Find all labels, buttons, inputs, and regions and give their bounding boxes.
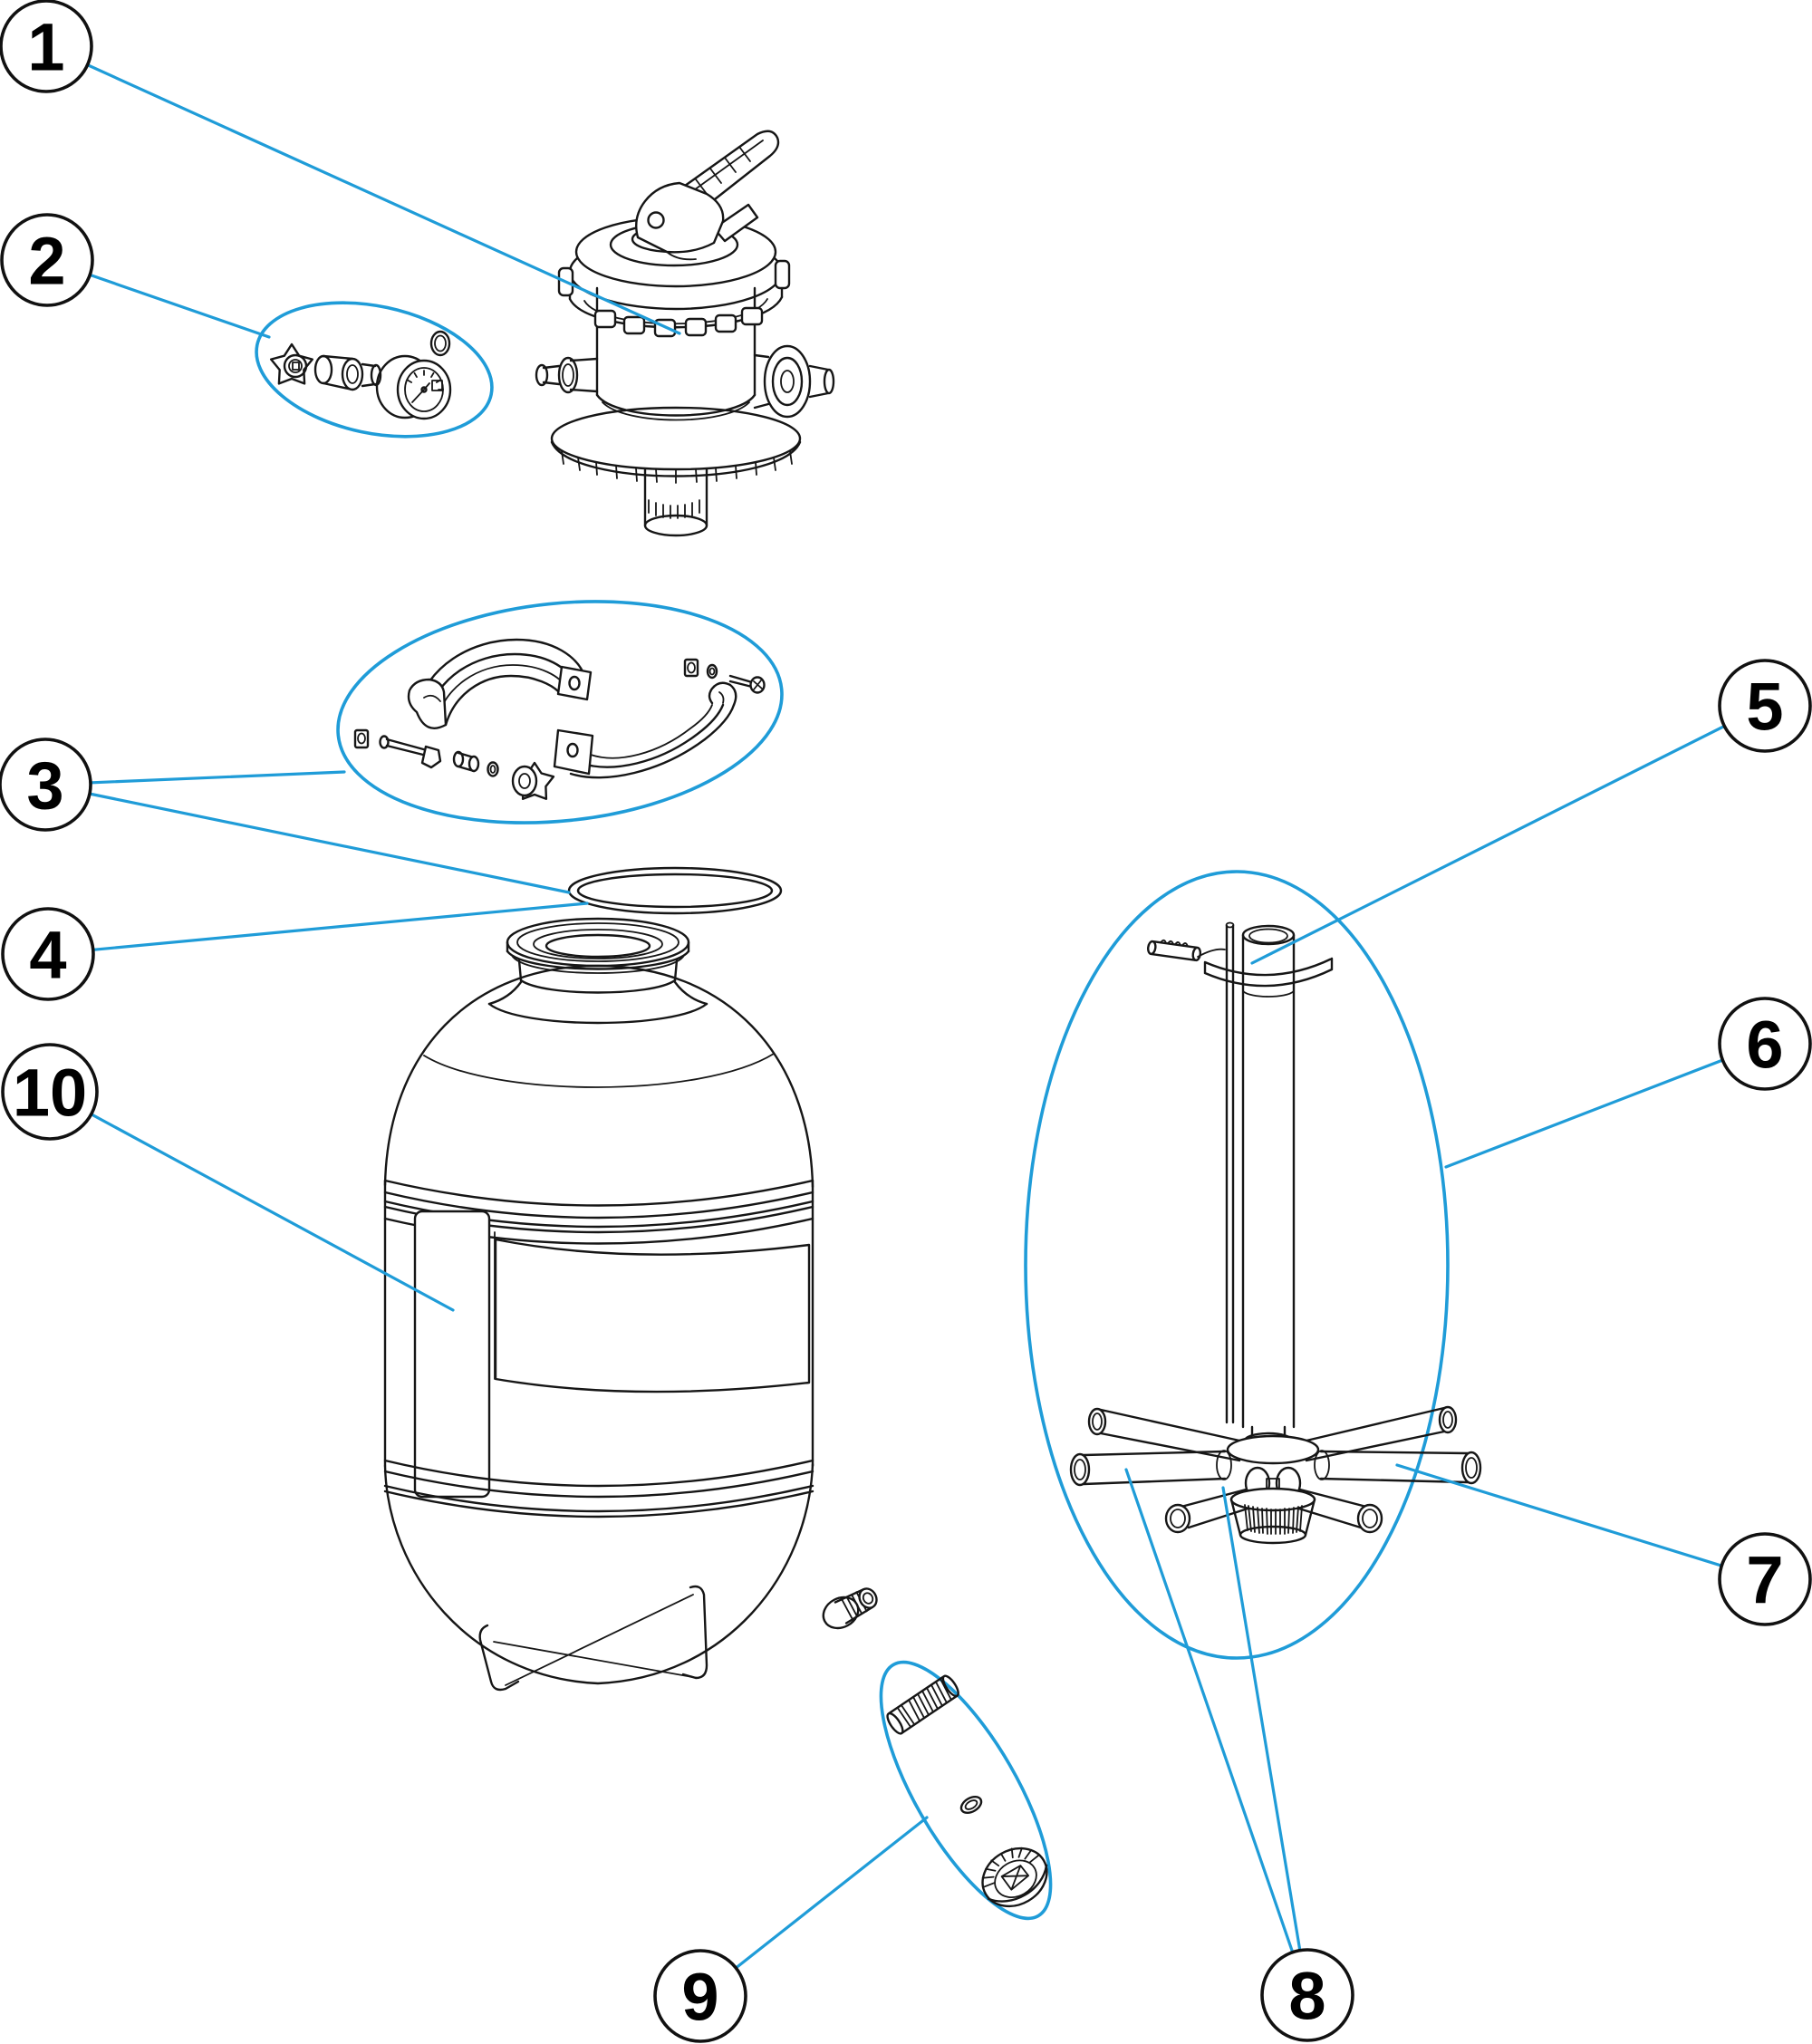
callout-4-number: 4 [29, 918, 66, 993]
tank-oring-drawing [567, 866, 783, 915]
callout-6: 6 [1718, 997, 1812, 1091]
collector-group-ellipse [1024, 870, 1450, 1660]
callout-5: 5 [1718, 659, 1812, 753]
callout-10-number: 10 [13, 1056, 87, 1131]
leader-4 [46, 901, 589, 956]
callout-3-circle [0, 738, 92, 832]
callout-3-number: 3 [26, 748, 63, 824]
callout-8: 8 [1260, 1948, 1354, 2042]
leader-6 [1444, 1042, 1767, 1169]
callout-3: 3 [0, 738, 92, 832]
callout-1-circle [0, 0, 93, 93]
callout-5-circle [1718, 659, 1812, 753]
clamp-set-drawing [353, 638, 766, 800]
callout-7-circle [1718, 1532, 1812, 1626]
collector-assembly-drawing [1069, 921, 1482, 1545]
drain-kit-drawing [886, 1674, 1048, 1908]
leader-1 [44, 44, 681, 335]
callout-6-number: 6 [1746, 1008, 1783, 1083]
callout-9: 9 [653, 1949, 747, 2043]
filter-tank-drawing [383, 917, 878, 1692]
callout-8-circle [1260, 1948, 1354, 2042]
leader-5 [1250, 704, 1767, 965]
gauge-kit-drawing [270, 330, 452, 420]
callout-2: 2 [0, 213, 94, 307]
callout-7: 7 [1718, 1532, 1812, 1626]
callout-6-circle [1718, 997, 1812, 1091]
leader-8b [1221, 1486, 1309, 1997]
callout-2-number: 2 [28, 224, 65, 299]
leader-7 [1395, 1463, 1767, 1581]
leader-8a [1124, 1468, 1309, 1997]
callout-1: 1 [0, 0, 93, 93]
leader-10 [48, 1090, 455, 1312]
technical-drawing [270, 130, 1482, 1908]
leader-9 [699, 1816, 929, 1998]
group-ellipses [255, 301, 1450, 1921]
callout-2-circle [0, 213, 94, 307]
callout-10: 10 [1, 1043, 99, 1141]
callout-8-number: 8 [1288, 1959, 1325, 2034]
callout-4-circle [1, 907, 95, 1001]
callout-7-number: 7 [1746, 1543, 1783, 1618]
callout-9-circle [653, 1949, 747, 2043]
callout-4: 4 [1, 907, 95, 1001]
multiport-valve-drawing [535, 130, 835, 537]
clamp-group-ellipse [336, 600, 784, 824]
leader-3a [43, 770, 346, 786]
callout-9-number: 9 [681, 1960, 718, 2035]
callout-10-circle [1, 1043, 99, 1141]
gauge-group-ellipse [255, 301, 494, 439]
drain-group-ellipse [879, 1660, 1053, 1921]
leader-3b [43, 783, 571, 894]
callout-1-number: 1 [27, 10, 64, 85]
callout-5-number: 5 [1746, 670, 1783, 745]
